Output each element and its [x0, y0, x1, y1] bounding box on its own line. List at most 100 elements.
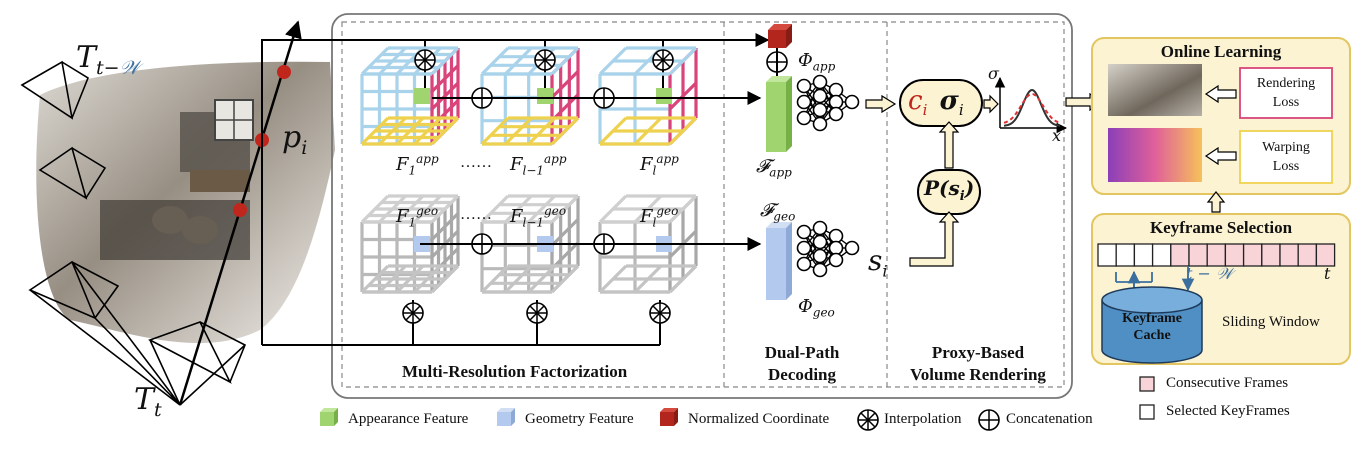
mlp-node [812, 102, 828, 118]
keyframe-cache-cylinder [1101, 286, 1203, 364]
consecutive-frame-slot [1297, 243, 1318, 267]
operator-symbols [402, 49, 788, 324]
legend-geometry-label: Geometry Feature [525, 411, 634, 427]
online-learning-title: Online Learning [1160, 42, 1282, 61]
geometry-grids [360, 194, 698, 294]
interpolation-icon [402, 302, 424, 324]
proxy-to-sigma-arrow [938, 121, 960, 169]
consecutive-frame-slot [1188, 243, 1208, 267]
mlp-node [812, 88, 828, 104]
consecutive-frames-legend: Consecutive Frames [1166, 375, 1289, 391]
rendered-rgb-image [1108, 64, 1202, 116]
warping-loss-arrow [1204, 146, 1237, 166]
keyframe-selection-title: Keyframe Selection [1149, 218, 1293, 237]
window-start-label: t − 𝒲 [1186, 264, 1233, 283]
interpolation-icon [534, 49, 556, 71]
s-label: si [868, 244, 888, 281]
bottom-legend [320, 408, 1000, 431]
geo-feature-ellipsis: …… [460, 206, 492, 223]
rendered-depth-image [1108, 128, 1202, 182]
app-grid-level-2 [480, 46, 580, 146]
color-sigma-label: ci σi [908, 86, 964, 120]
f-app-label: 𝓕app [756, 156, 792, 180]
plot-y-label: σ [988, 64, 999, 83]
mlp-node [844, 94, 860, 110]
mlp-node [844, 240, 860, 256]
selected-legend-swatch [1139, 404, 1155, 420]
framework-panel [331, 13, 1073, 399]
framework-dashed-border [341, 21, 1065, 388]
geo-grid-level-1 [360, 194, 460, 294]
normalized-coordinate-cube [768, 30, 786, 48]
mlp-app-network [796, 74, 860, 132]
app-feature-label-3: Flapp [640, 152, 679, 178]
mlp-node [828, 240, 844, 256]
geo-grid-level-2 [480, 194, 580, 294]
app-grid-level-3 [598, 46, 698, 146]
rendering-loss-arrow [1204, 84, 1237, 104]
keyframe-slot [1097, 243, 1117, 267]
consecutive-frame-slot [1261, 243, 1281, 267]
warping-loss-box [1239, 130, 1333, 184]
phi-geo-label: Φgeo [798, 296, 835, 320]
ray-sample-point [277, 65, 291, 79]
mlp-node [796, 256, 812, 272]
keyframe-slot [1115, 243, 1136, 267]
render-to-plot-arrow [983, 94, 999, 114]
app-to-render-arrow [865, 94, 897, 114]
sliding-window-label: Sliding Window [1222, 314, 1320, 330]
proxy-function-label: P(si) [924, 176, 975, 204]
geo-grid-level-3 [598, 194, 698, 294]
mlp-node [812, 220, 828, 236]
mlp-node [828, 228, 844, 244]
phi-app-label: Φapp [798, 50, 836, 74]
keyframe-slot [1151, 243, 1172, 267]
geo-feature-label-3: Flgeo [640, 204, 679, 230]
interpolation-icon [649, 302, 671, 324]
mlp-node [812, 234, 828, 250]
mlp-node [828, 82, 844, 98]
frame-strip [1097, 243, 1336, 267]
mlp-node [812, 262, 828, 278]
mlp-node [796, 78, 812, 94]
f-geo-label: 𝓕geo [760, 200, 796, 224]
factorization-section-label: Multi-Resolution Factorization [402, 362, 628, 381]
mlp-node [828, 252, 844, 268]
app-feature-cube [656, 88, 672, 104]
geo-feature-label-1: F1geo [396, 204, 439, 230]
mlp-node [796, 240, 812, 256]
app-grid-level-1 [360, 46, 460, 146]
app-feature-label-2: Fl−1app [510, 152, 567, 178]
legend-concatenation-label: Concatenation [1006, 411, 1093, 427]
color-density-node [899, 79, 983, 127]
consecutive-frame-slot [1315, 243, 1336, 267]
consecutive-legend-swatch [1139, 376, 1155, 392]
scene-reconstruction [36, 61, 335, 343]
geo-feature-vector [766, 228, 786, 300]
consecutive-frame-slot [1279, 243, 1299, 267]
selected-keyframes-legend: Selected KeyFrames [1166, 403, 1290, 419]
density-plot [994, 76, 1068, 134]
appearance-grids [360, 46, 698, 146]
app-feature-label-1: F1app [396, 152, 439, 178]
mlp-geo-network [796, 220, 860, 278]
pose-bottom-label: Tt [134, 382, 162, 421]
keyframe-slot [1133, 243, 1154, 267]
ray-sample-point [233, 203, 247, 217]
app-feature-cube [414, 88, 430, 104]
app-feature-vector [766, 82, 786, 152]
concatenation-icon [978, 409, 1000, 431]
legend-appearance-label: Appearance Feature [348, 411, 469, 427]
legend-normalized-label: Normalized Coordinate [688, 411, 830, 427]
consecutive-frame-slot [1206, 243, 1227, 267]
interpolation-icon [857, 409, 879, 431]
mlp-node [796, 224, 812, 240]
consecutive-frame-slot [1242, 243, 1263, 267]
mlp-node [812, 116, 828, 132]
mlp-node [812, 74, 828, 90]
